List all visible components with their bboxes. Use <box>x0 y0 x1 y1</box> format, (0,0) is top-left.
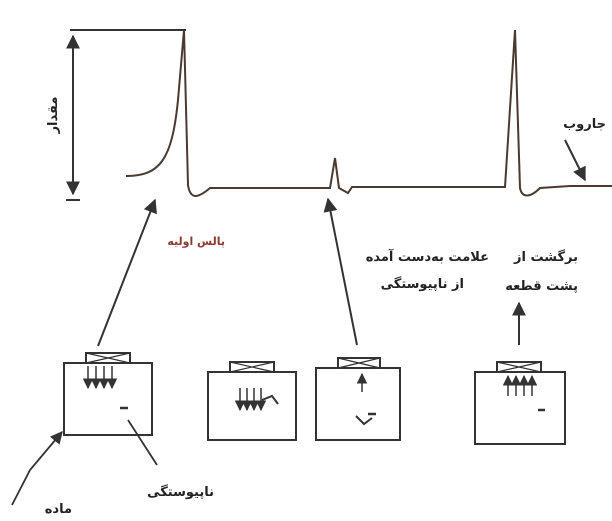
material-label: ماده <box>45 502 72 517</box>
a-scan-trace <box>125 29 612 197</box>
material-block-1 <box>63 352 153 436</box>
amplitude-bracket <box>66 29 186 201</box>
material-block-2 <box>207 361 297 441</box>
material-pointer <box>11 431 63 506</box>
defect-signal-label-line1: علامت به‌دست آمده <box>366 248 489 265</box>
defect-signal-label-line2: از ناپیوستگی <box>381 276 464 292</box>
back-echo-label-line2: پشت قطعه <box>505 279 578 294</box>
material-block-3 <box>315 357 401 441</box>
amplitude-label: مقدار <box>46 97 61 135</box>
back-echo-label-line1: برگشت از <box>513 249 578 265</box>
discontinuity-label: ناپیوستگی <box>147 484 214 500</box>
sweep-label: جاروب <box>563 117 606 132</box>
discontinuity-pointer <box>127 419 158 466</box>
defect-signal-arrow <box>323 197 358 346</box>
initial-pulse-label: پالس اوليه <box>167 235 225 248</box>
sweep-arrow <box>564 139 586 182</box>
initial-pulse-arrow <box>97 198 157 347</box>
material-block-4 <box>474 361 566 445</box>
